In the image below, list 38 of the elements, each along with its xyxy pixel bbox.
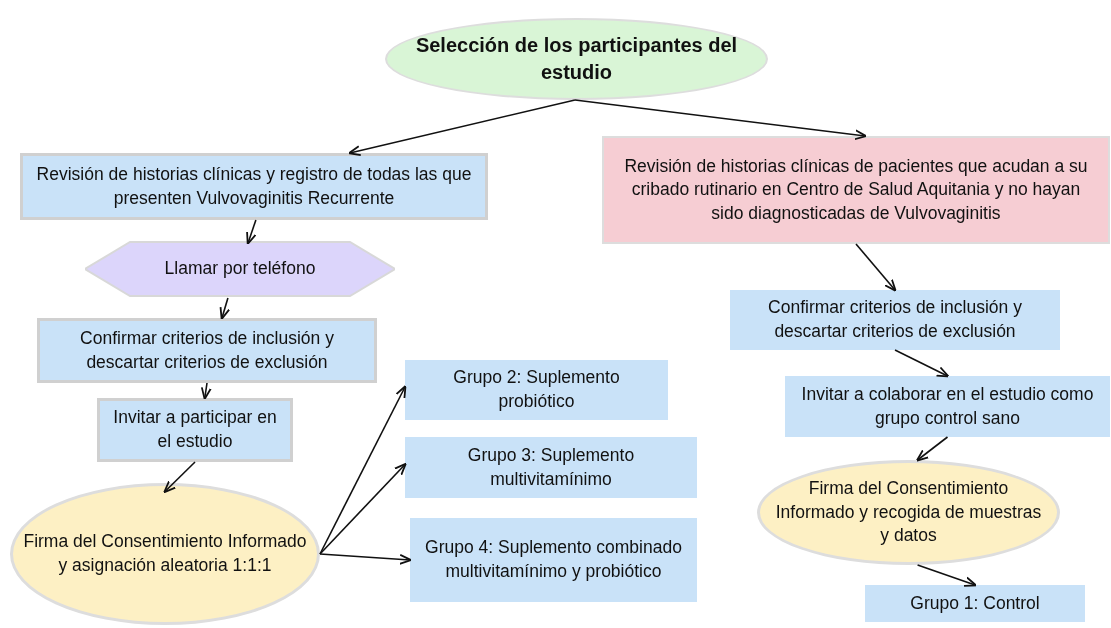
node-text: Confirmar criterios de inclusión y descartar criterios de exclusión bbox=[767, 296, 1023, 343]
node-text: Revisión de historias clínicas y registro de todas las que presenten Vulvovaginitis Recurrente bbox=[35, 162, 473, 210]
node-text: Selección de los participantes del estudio bbox=[414, 33, 739, 85]
arrow bbox=[347, 99, 576, 156]
process-box bbox=[602, 136, 1110, 244]
arrow bbox=[219, 297, 230, 320]
arrow bbox=[163, 461, 196, 494]
arrow bbox=[894, 349, 950, 378]
arrow bbox=[916, 564, 977, 587]
node-text: Grupo 3: Suplemento multivitamínimo bbox=[466, 443, 636, 491]
node-text: Grupo 1: Control bbox=[910, 591, 1040, 615]
node-text: Llamar por teléfono bbox=[164, 257, 316, 281]
node-text: Invitar a participar en el estudio bbox=[112, 406, 278, 453]
process-box bbox=[20, 153, 488, 220]
process-box bbox=[785, 376, 1110, 437]
arrow bbox=[319, 462, 407, 555]
node-text: Invitar a colaborar en el estudio como grupo control sano bbox=[800, 382, 1095, 430]
node-text: Firma del Consentimiento Informado y asignación aleatoria 1:1:1 bbox=[23, 530, 307, 577]
group-box bbox=[865, 585, 1085, 622]
process-box bbox=[730, 290, 1060, 350]
arrow bbox=[319, 385, 407, 555]
node-text: Firma del Consentimiento Informado y recogida de muestras y datos bbox=[774, 477, 1043, 548]
group-box bbox=[405, 437, 697, 498]
decision-hexagon bbox=[85, 240, 395, 298]
node-text: Confirmar criterios de inclusión y descartar criterios de exclusión bbox=[79, 326, 335, 374]
node-text: Revisión de historias clínicas de pacientes que acudan a su cribado rutinario en Centro de Salud Aquitania y no hayan sido diagnosticadas de Vulvovaginitis bbox=[623, 154, 1089, 225]
group-box bbox=[405, 360, 668, 420]
arrow bbox=[200, 382, 212, 400]
arrow bbox=[574, 99, 868, 141]
arrow bbox=[915, 436, 949, 462]
process-box bbox=[37, 318, 377, 383]
arrow bbox=[246, 219, 257, 245]
group-box bbox=[410, 518, 697, 602]
node-text: Grupo 4: Suplemento combinado multivitamínimo y probiótico bbox=[424, 536, 683, 583]
process-box bbox=[97, 398, 293, 462]
node-text: Grupo 2: Suplemento probiótico bbox=[452, 366, 621, 413]
arrow bbox=[319, 553, 412, 565]
arrow bbox=[855, 243, 897, 292]
